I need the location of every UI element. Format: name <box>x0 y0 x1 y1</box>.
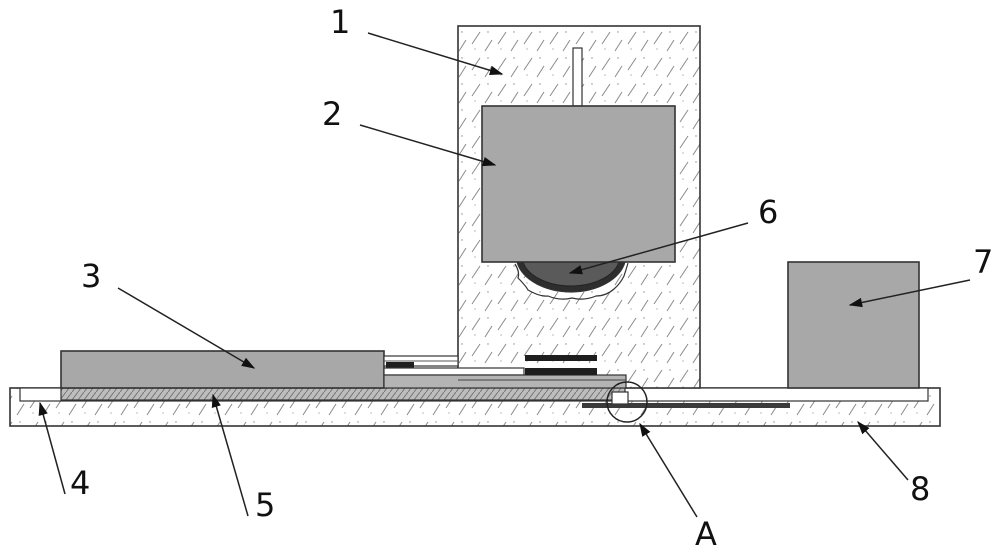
right-block <box>787 261 920 389</box>
label-5: 5 <box>255 486 275 524</box>
part-labels: 1 2 3 4 5 6 7 8 A <box>70 3 993 553</box>
label-4: 4 <box>70 464 90 502</box>
label-2: 2 <box>322 95 342 133</box>
label-1: 1 <box>330 3 350 41</box>
label-6: 6 <box>758 193 778 231</box>
label-a: A <box>695 515 717 553</box>
left-slide-block <box>60 350 385 389</box>
leader-lines <box>38 32 971 518</box>
label-8: 8 <box>910 470 930 508</box>
detail-circle-a <box>606 381 648 423</box>
connector-rails <box>383 355 627 389</box>
label-7: 7 <box>973 243 993 281</box>
hatched-strip <box>60 387 626 401</box>
sliding-rail <box>582 391 790 408</box>
motor-block <box>481 105 676 263</box>
cutting-wheel <box>514 261 629 300</box>
label-3: 3 <box>81 257 101 295</box>
drive-shaft <box>572 47 583 107</box>
